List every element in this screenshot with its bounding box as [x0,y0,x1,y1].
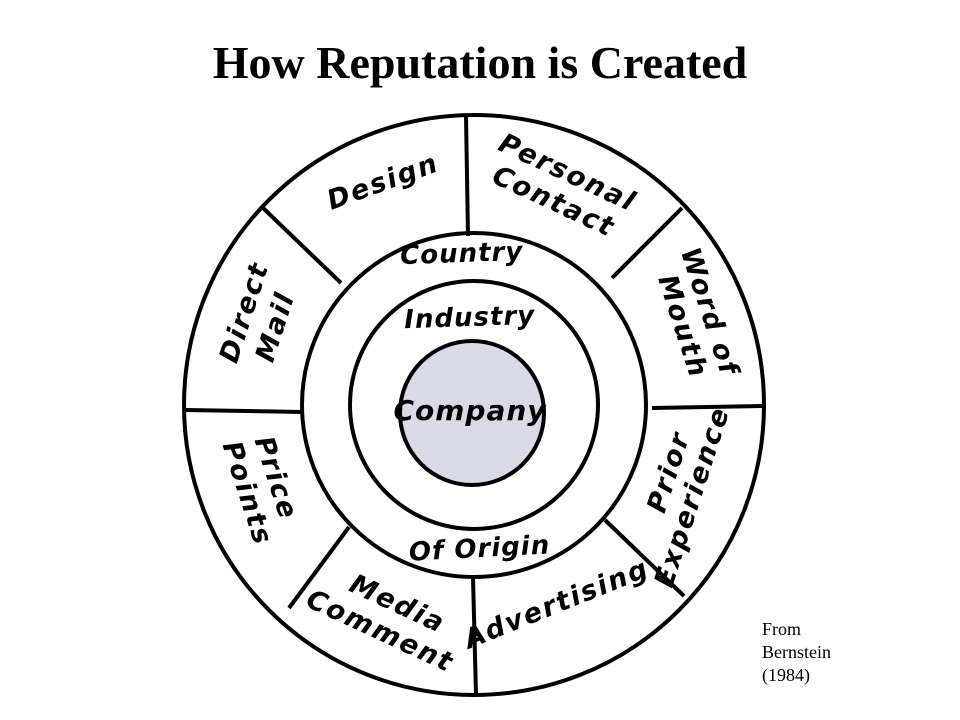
segment-personal-contact: Personal Contact [480,128,651,252]
divider-top-right [610,206,684,280]
divider-right [651,404,764,410]
of-origin-label: Of Origin [408,530,551,567]
divider-bottom-left [287,525,351,610]
segment-word-of-mouth: Word of Mouth [645,244,748,400]
industry-ring-circle [348,279,600,531]
segment-direct-mail: Direct Mail [214,247,312,377]
company-circle [398,339,546,487]
divider-left [184,408,304,414]
page-title: How Reputation is Created [212,37,748,88]
industry-label: Industry [404,301,536,336]
segment-dividers [184,115,764,696]
divider-top-left [260,205,343,285]
segment-price-points: Price Points [216,428,309,550]
source-line-2: Bernstein [762,642,831,662]
source-line-3: (1984) [762,665,810,685]
source-citation: From Bernstein (1984) [762,618,862,687]
company-label: Company [393,394,547,427]
country-label: Country [400,237,524,271]
segment-advertising: Advertising [458,553,654,656]
divider-top [464,115,470,237]
segment-design: Design [323,148,443,217]
divider-bottom [471,576,478,696]
divider-bottom-right [603,518,686,598]
source-line-1: From [762,619,802,639]
